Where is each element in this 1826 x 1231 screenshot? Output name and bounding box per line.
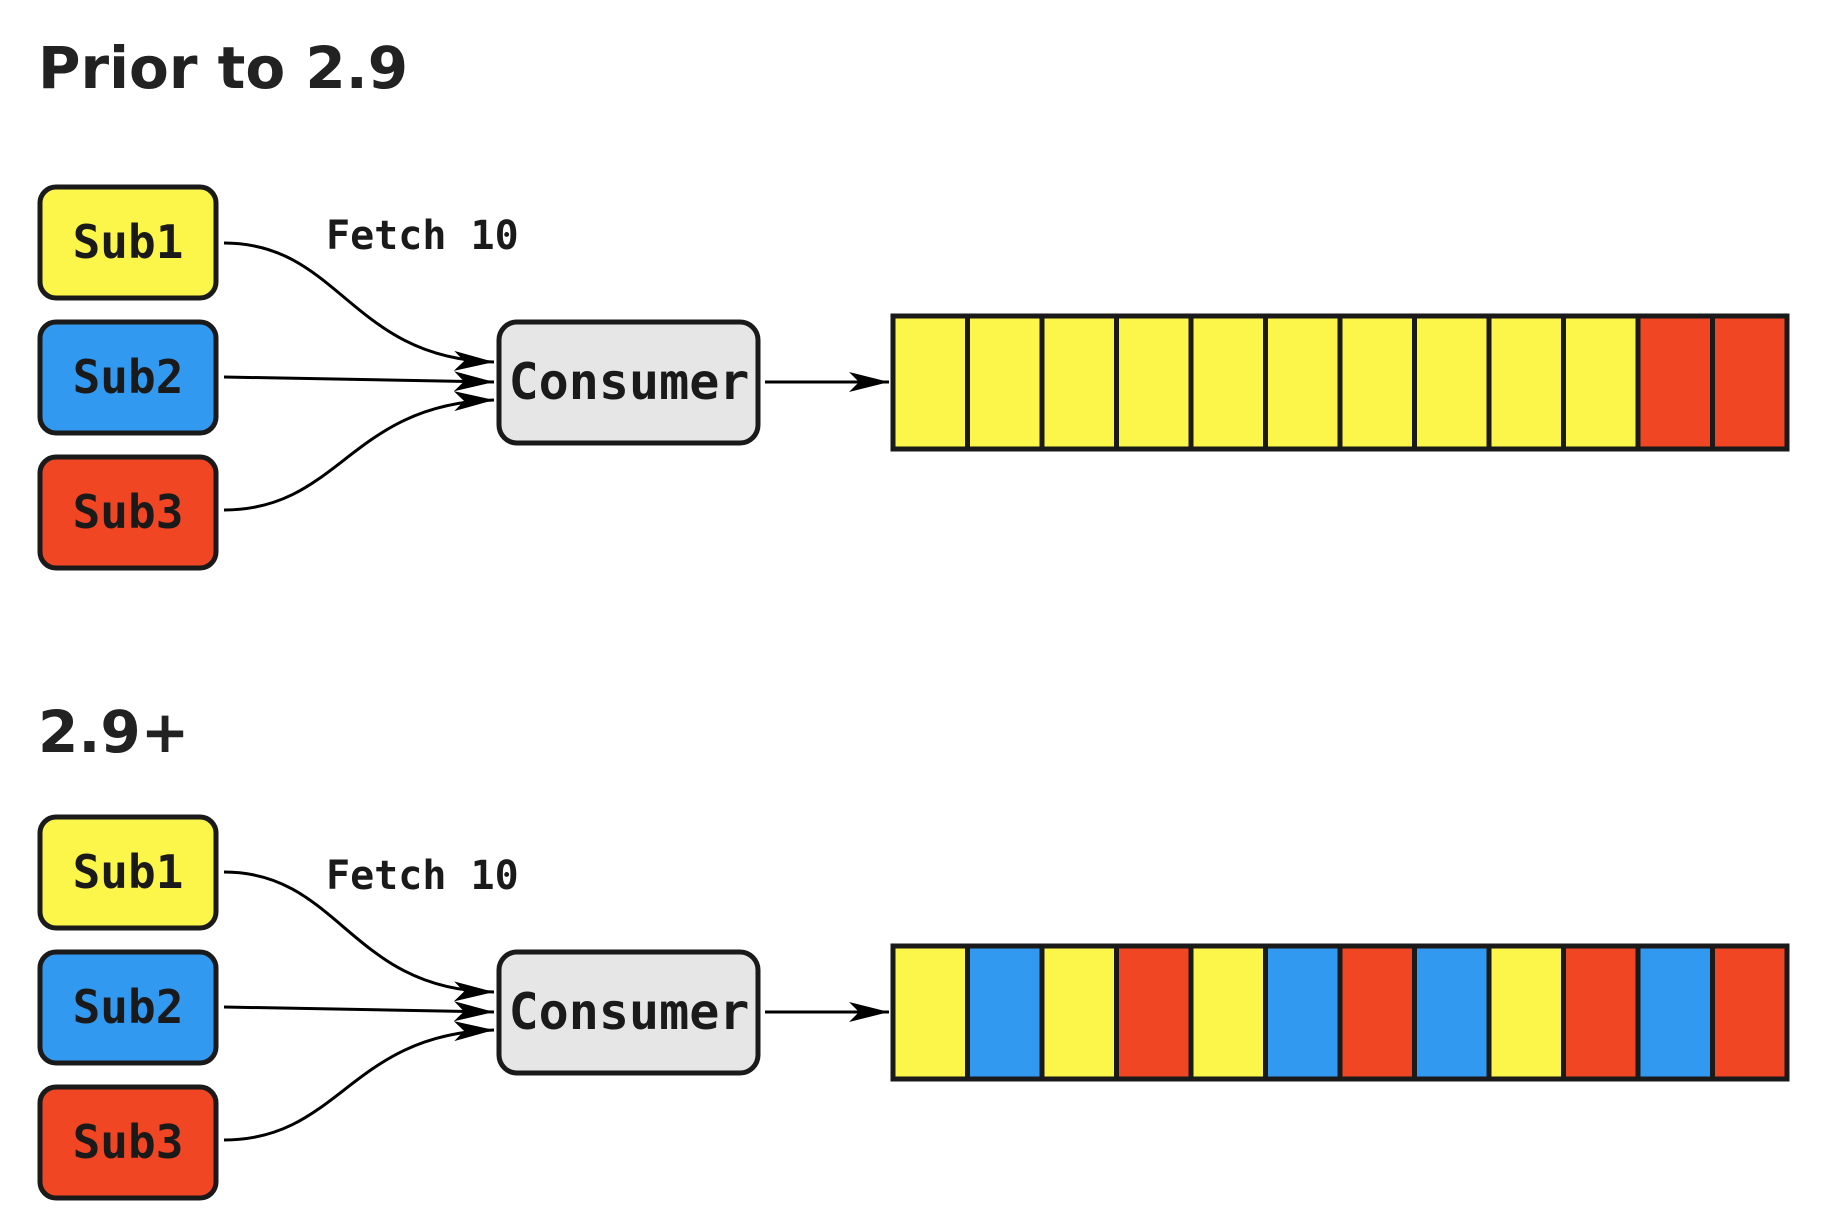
message-queue	[890, 313, 1790, 452]
sub-box	[37, 184, 219, 301]
subscription-sub3: Sub3	[37, 1084, 219, 1201]
sub-label: Sub2	[73, 350, 184, 404]
sub-label: Sub1	[73, 845, 184, 899]
queue-message-blue	[965, 943, 1045, 1082]
queue-message-blue	[1412, 943, 1492, 1082]
queue-message-yellow	[1114, 313, 1194, 452]
sub-label: Sub1	[73, 215, 184, 269]
connector-sub3	[223, 1021, 495, 1142]
fetch-label: Fetch 10	[326, 213, 519, 259]
connector-sub2	[223, 371, 495, 392]
section-title: Prior to 2.9	[38, 34, 408, 102]
queue-message-yellow	[1561, 313, 1641, 452]
queue-message-yellow	[890, 313, 970, 452]
subscription-sub2: Sub2	[37, 319, 219, 436]
queue-message-red	[1337, 943, 1417, 1082]
sub-box	[37, 949, 219, 1066]
queue-message-blue	[1263, 943, 1343, 1082]
sub-box	[37, 1084, 219, 1201]
consumer-label: Consumer	[509, 353, 750, 411]
connector-sub1	[223, 241, 495, 371]
queue-message-yellow	[1486, 313, 1566, 452]
sub-box	[37, 814, 219, 931]
connector-sub2	[223, 1001, 495, 1022]
fetch-label: Fetch 10	[326, 853, 519, 899]
sub-label: Sub2	[73, 980, 184, 1034]
queue-message-yellow	[1188, 313, 1268, 452]
subscription-sub1: Sub1	[37, 184, 219, 301]
queue-message-blue	[1635, 943, 1715, 1082]
sub-label: Sub3	[73, 485, 184, 539]
subscription-sub1: Sub1	[37, 814, 219, 931]
queue-message-yellow	[1337, 313, 1417, 452]
queue-message-yellow	[1039, 943, 1119, 1082]
subscription-sub2: Sub2	[37, 949, 219, 1066]
queue-message-yellow	[1263, 313, 1343, 452]
section-new: 2.9+ Sub1 Sub2 Sub3 Fetch 10 Consumer	[37, 698, 1790, 1201]
connector-sub3	[223, 391, 495, 512]
consumer-label: Consumer	[509, 983, 750, 1041]
queue-message-red	[1635, 313, 1715, 452]
sub-label: Sub3	[73, 1115, 184, 1169]
subscription-sub3: Sub3	[37, 454, 219, 571]
queue-message-yellow	[1486, 943, 1566, 1082]
connector-sub1	[223, 870, 495, 1002]
queue-message-yellow	[1039, 313, 1119, 452]
consumer-box	[496, 949, 761, 1076]
queue-message-yellow	[1412, 313, 1492, 452]
section-prior: Prior to 2.9 Sub1 Sub2 Sub3 Fetch 10 Con…	[37, 34, 1790, 571]
consumer-node: Consumer	[496, 949, 761, 1076]
section-title: 2.9+	[38, 698, 189, 766]
consumer-box	[496, 319, 761, 446]
queue-message-red	[1710, 313, 1790, 452]
message-queue	[890, 943, 1790, 1082]
sub-box	[37, 319, 219, 436]
queue-message-red	[1561, 943, 1641, 1082]
queue-message-yellow	[1188, 943, 1268, 1082]
queue-message-yellow	[890, 943, 970, 1082]
consumer-node: Consumer	[496, 319, 761, 446]
queue-message-red	[1114, 943, 1194, 1082]
queue-message-yellow	[965, 313, 1045, 452]
sub-box	[37, 454, 219, 571]
queue-message-red	[1710, 943, 1790, 1082]
